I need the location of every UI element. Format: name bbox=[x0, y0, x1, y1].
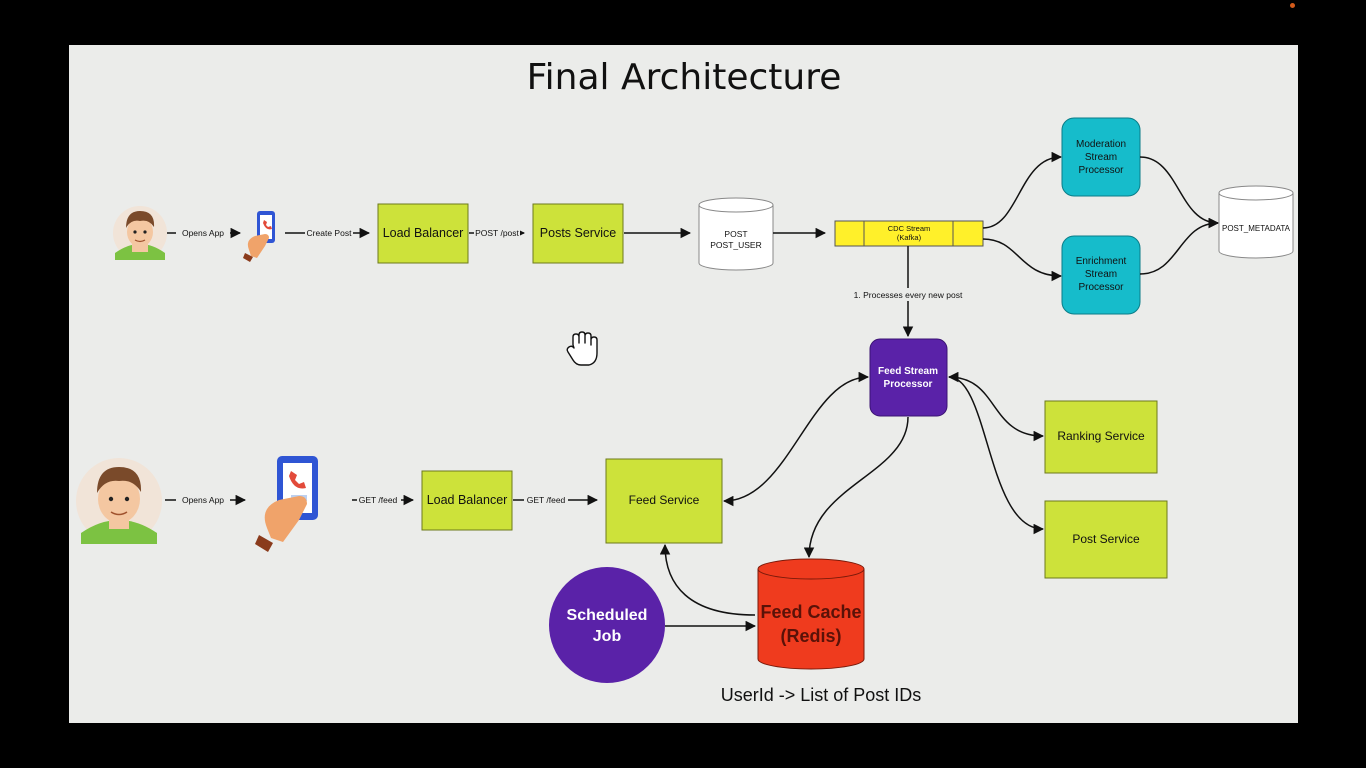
posts-service bbox=[532, 203, 624, 264]
load-balancer-bottom-label: Load Balancer bbox=[427, 493, 508, 507]
cache-caption: UserId -> List of Post IDs bbox=[721, 685, 922, 705]
post-service bbox=[1044, 500, 1168, 579]
edge-label-get-feed-1: GET /feed bbox=[359, 495, 398, 505]
load-balancer-top-label: Load Balancer bbox=[383, 226, 464, 240]
feed-cache-label-1: Feed Cache bbox=[760, 602, 861, 622]
edge-processor-ranking bbox=[947, 371, 1045, 442]
edge-processor-post-service bbox=[948, 376, 1045, 535]
edge-cdc-to-moderation bbox=[982, 151, 1063, 229]
edge-cache-to-feed-service bbox=[659, 543, 756, 616]
user-avatar-icon bbox=[76, 458, 162, 544]
architecture-diagram: Final Architecture Opens App Create Post… bbox=[76, 57, 1294, 705]
phone-hand-icon bbox=[243, 211, 275, 262]
post-metadata-label: POST_METADATA bbox=[1222, 224, 1291, 233]
scheduled-job bbox=[549, 567, 665, 683]
post-metadata-database bbox=[1218, 185, 1294, 259]
edge-label-create-post: Create Post bbox=[307, 228, 353, 238]
edge-moderation-to-metadata bbox=[1139, 156, 1220, 229]
diagram-title: Final Architecture bbox=[527, 57, 842, 98]
db-label-post: POST bbox=[724, 229, 747, 239]
posts-service-label: Posts Service bbox=[540, 226, 616, 240]
edge-label-opens-app-bottom: Opens App bbox=[182, 495, 224, 505]
edge-label-post-post: POST /post bbox=[475, 228, 519, 238]
recording-indicator bbox=[1290, 3, 1295, 8]
edge-feed-service-processor bbox=[722, 371, 870, 507]
ranking-service bbox=[1044, 400, 1158, 474]
enrichment-label-3: Processor bbox=[1078, 282, 1124, 293]
enrichment-label-1: Enrichment bbox=[1076, 256, 1127, 267]
enrichment-label-2: Stream bbox=[1085, 269, 1117, 280]
edge-processor-to-cache bbox=[803, 416, 909, 559]
ranking-service-label: Ranking Service bbox=[1057, 429, 1145, 443]
feed-service bbox=[605, 458, 723, 544]
scheduled-job-label-2: Job bbox=[593, 628, 622, 645]
post-database bbox=[698, 197, 774, 271]
cdc-stream-kafka bbox=[834, 220, 984, 247]
feed-stream-processor bbox=[869, 338, 948, 417]
slide: Final Architecture Opens App Create Post… bbox=[69, 45, 1298, 723]
post-service-label: Post Service bbox=[1072, 532, 1140, 546]
load-balancer-top bbox=[377, 203, 469, 264]
moderation-label-1: Moderation bbox=[1076, 139, 1126, 150]
hand-cursor-icon bbox=[566, 331, 598, 366]
user-avatar-icon bbox=[113, 206, 167, 260]
db-label-post-user: POST_USER bbox=[710, 240, 762, 250]
feed-cache-redis bbox=[757, 558, 865, 670]
phone-hand-icon bbox=[255, 456, 318, 552]
enrichment-stream-processor bbox=[1061, 235, 1141, 315]
edge-label-get-feed-2: GET /feed bbox=[527, 495, 566, 505]
feed-service-label: Feed Service bbox=[629, 493, 700, 507]
moderation-label-3: Processor bbox=[1078, 165, 1124, 176]
moderation-label-2: Stream bbox=[1085, 152, 1117, 163]
edge-cdc-to-enrichment bbox=[982, 238, 1063, 282]
scheduled-job-label-1: Scheduled bbox=[567, 607, 648, 624]
load-balancer-bottom bbox=[421, 470, 513, 531]
processes-label: 1. Processes every new post bbox=[854, 290, 963, 300]
feed-processor-label-1: Feed Stream bbox=[878, 366, 938, 377]
edge-label-opens-app-top: Opens App bbox=[182, 228, 224, 238]
cdc-sublabel: (Kafka) bbox=[897, 233, 922, 242]
cdc-label: CDC Stream bbox=[888, 224, 931, 233]
feed-processor-label-2: Processor bbox=[884, 379, 933, 390]
edge-enrichment-to-metadata bbox=[1139, 217, 1220, 275]
feed-cache-label-2: (Redis) bbox=[780, 626, 841, 646]
